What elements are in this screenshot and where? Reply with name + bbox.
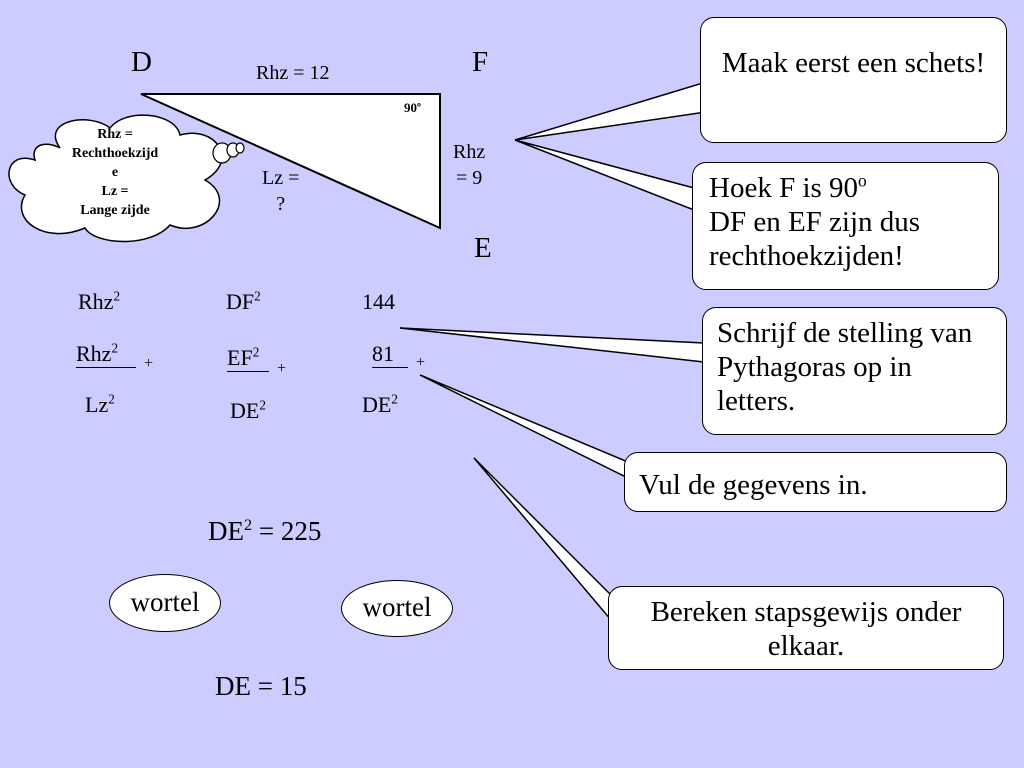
cloud-shape (8, 114, 245, 243)
cloud-text: Rhz = Rechthoekzijd e Lz = Lange zijde (71, 127, 159, 218)
callout3-pointer (399, 327, 705, 363)
wortel-oval-left: wortel (109, 574, 221, 632)
triangle (140, 93, 441, 230)
callout2-pointer (514, 139, 695, 212)
plus-sign-2: + (277, 360, 287, 377)
vertex-e-label: E (474, 232, 492, 264)
de-result: DE = 15 (215, 671, 307, 701)
plus-sign-1: + (144, 355, 154, 372)
callout-fill-in: Vul de gegevens in. (624, 452, 1007, 512)
side-df-label: Rhz = 12 (256, 62, 330, 84)
vertex-d-label: D (131, 46, 152, 78)
callout5-pointer (473, 457, 612, 623)
callout1-pointer (514, 80, 707, 141)
formula-col2-row2: EF2 (227, 345, 269, 372)
vertex-f-label: F (472, 46, 489, 78)
formula-col2-row1: DF2 (226, 288, 261, 314)
angle-f-label: 90o (404, 99, 421, 115)
side-de-label: Lz =? (262, 167, 300, 215)
callout4-pointer (419, 374, 629, 480)
de-squared-result: DE2 = 225 (208, 516, 322, 546)
formula-col1-row2: Rhz2 (76, 341, 136, 368)
callout-angle-f: Hoek F is 90o DF en EF zijn dus rechthoe… (692, 162, 999, 290)
callout-make-sketch: Maak eerst een schets! (700, 17, 1007, 143)
formula-col3-row3: DE2 (362, 391, 398, 417)
formula-col1-row1: Rhz2 (78, 288, 121, 314)
formula-col3-row2: 81 (372, 341, 408, 368)
formula-col3-row1: 144 (362, 289, 395, 314)
wortel-oval-right: wortel (341, 580, 453, 637)
formula-col2-row3: DE2 (230, 397, 266, 423)
side-ef-label: Rhz= 9 (453, 141, 486, 189)
formula-col1-row3: Lz2 (85, 391, 115, 417)
callout-write-theorem: Schrijf de stelling van Pythagoras op in… (702, 307, 1007, 435)
callout-calculate-stepwise: Bereken stapsgewijs onder elkaar. (608, 586, 1004, 670)
plus-sign-3: + (416, 354, 426, 371)
